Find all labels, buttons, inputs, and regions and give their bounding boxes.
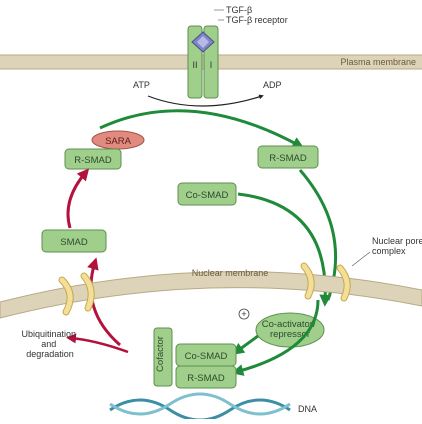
- ubiquitination-label: Ubiquitination and degradation: [21, 329, 78, 359]
- activation-arrow: [99, 109, 305, 149]
- nuclear-membrane: Nuclear membrane: [0, 268, 422, 319]
- receptor-subunit-ii: II: [192, 60, 197, 70]
- rsmad-active: R-SMAD: [257, 145, 319, 169]
- cosmad-nuclear: Co-SMAD: [175, 343, 237, 367]
- sara-label: SARA: [105, 136, 132, 147]
- receptor-subunit-i: I: [210, 60, 213, 70]
- tgf-beta-ligand: [191, 31, 215, 53]
- recycle-arrow-lower: [87, 257, 121, 347]
- atp-label: ATP: [133, 80, 150, 90]
- plus-circle: [238, 308, 250, 320]
- smad-label: SMAD: [60, 237, 88, 248]
- degradation-arrow: [66, 333, 129, 354]
- recycle-arrow-upper: [66, 168, 90, 229]
- plus-sign: +: [241, 309, 246, 319]
- coactivator-arrow-lower: [231, 299, 320, 376]
- dna-helix: [109, 392, 291, 422]
- nuclear-pore-right: [300, 262, 351, 302]
- nuclear-membrane-label: Nuclear membrane: [192, 268, 269, 278]
- tgf-beta-label: TGF-β: [226, 5, 252, 15]
- dna-label: DNA: [298, 404, 317, 414]
- rsmad-anchored: R-SMAD: [64, 148, 122, 170]
- sara-protein: SARA: [91, 130, 145, 150]
- rsmad-nuclear-label: R-SMAD: [187, 373, 225, 384]
- nuclear-pore-left: [58, 272, 95, 316]
- cosmad-cytoplasm: Co-SMAD: [177, 182, 237, 206]
- nuclear-pore-label-line1: Nuclear pore complex: [372, 236, 422, 256]
- cosmad-nuclear-label: Co-SMAD: [185, 351, 228, 362]
- cosmad-cytoplasm-label: Co-SMAD: [186, 190, 229, 201]
- tgf-beta-receptor-label: TGF-β receptor: [226, 15, 288, 25]
- coactivator-arrow-upper: [232, 334, 259, 355]
- cofactor: Cofactor: [153, 327, 173, 387]
- adp-label: ADP: [263, 80, 282, 90]
- cofactor-label: Cofactor: [155, 336, 166, 372]
- smad-recycled: SMAD: [41, 229, 107, 253]
- rsmad-anchored-label: R-SMAD: [74, 155, 112, 166]
- plasma-membrane-label: Plasma membrane: [340, 57, 416, 67]
- nuclear-pore-label: Nuclear pore: [372, 236, 422, 246]
- rsmad-nuclear: R-SMAD: [175, 365, 237, 389]
- rsmad-active-label: R-SMAD: [269, 153, 307, 164]
- coactivator-repressor: Co-activator/ repressor: [255, 312, 325, 348]
- phosphorylation-arrow: [147, 94, 264, 107]
- coactivator-label: Co-activator/ repressor: [262, 319, 319, 340]
